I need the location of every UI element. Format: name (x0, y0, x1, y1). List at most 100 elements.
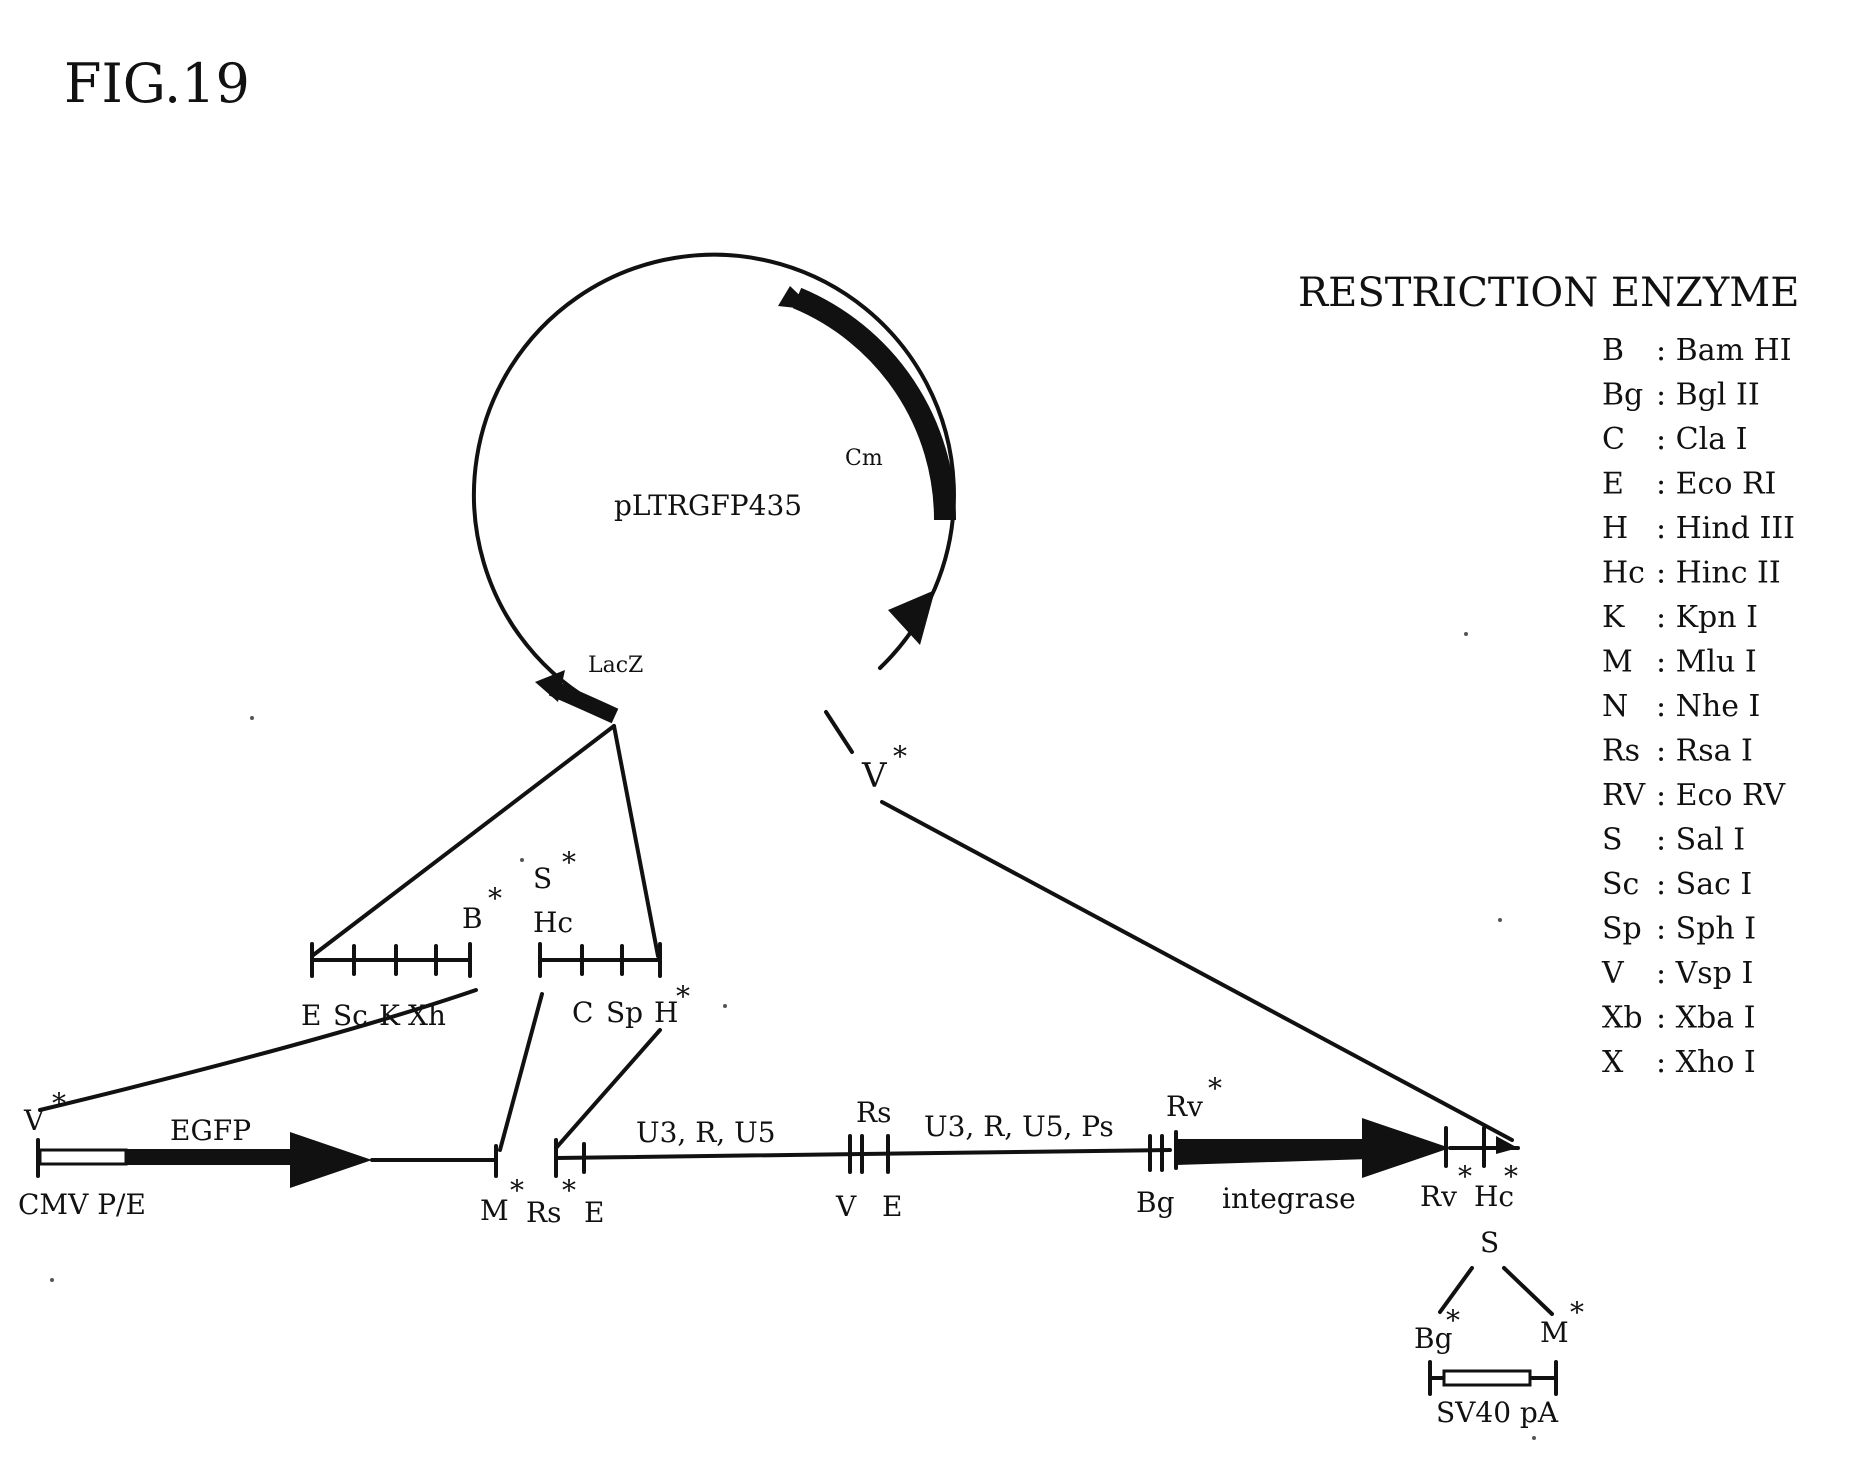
legend-title: RESTRICTION ENZYME (1298, 270, 1799, 316)
mcs-mid-h-asterisk: * (676, 980, 690, 1013)
legend-enzyme-name: : Rsa I (1656, 734, 1753, 769)
rv-top-label: Rv (1166, 1090, 1203, 1123)
construct-v-asterisk: * (52, 1087, 66, 1120)
egfp-bar (126, 1149, 296, 1165)
legend-rows: B: Bam HIBg: Bgl IIC: Cla IE: Eco RIH: H… (1601, 333, 1795, 1080)
polya-m-asterisk: * (1570, 1296, 1584, 1329)
mcs-mid-c-label: C (572, 996, 593, 1029)
rv-bottom-label: Rv (1420, 1180, 1457, 1213)
legend-enzyme-name: : Eco RV (1656, 778, 1786, 813)
speck (1532, 1436, 1536, 1440)
e2-site-label: E (882, 1190, 902, 1223)
connector-lacz-to-h (614, 726, 658, 956)
plasmid-name: pLTRGFP435 (614, 489, 802, 522)
legend-enzyme-name: : Bam HI (1656, 333, 1792, 368)
egfp-arrowhead (290, 1132, 372, 1188)
legend-abbr: Sc (1602, 867, 1639, 902)
cm-arrowhead-bottom (888, 590, 935, 645)
v2-site-label: V (835, 1190, 857, 1223)
e-site-label: E (584, 1196, 604, 1229)
legend-enzyme-name: : Sph I (1656, 912, 1756, 947)
rv-top-asterisk: * (1208, 1072, 1222, 1105)
polya-bg-asterisk: * (1446, 1304, 1460, 1337)
plasmid-v-site-label: V (861, 756, 888, 796)
legend-enzyme-name: : Hinc II (1656, 556, 1781, 591)
polya-s-label: S (1480, 1226, 1499, 1259)
connector-hc-to-m (500, 994, 542, 1150)
scan-specks (50, 632, 1536, 1440)
m-site-label: M (480, 1194, 509, 1227)
legend-enzyme-name: : Eco RI (1656, 467, 1776, 502)
construct-v-label: V (23, 1104, 45, 1137)
legend-enzyme-name: : Bgl II (1656, 378, 1760, 413)
cm-label: Cm (845, 446, 883, 471)
legend-enzyme-name: : Mlu I (1656, 645, 1757, 680)
legend-abbr: X (1602, 1045, 1624, 1080)
legend-enzyme-name: : Xba I (1656, 1001, 1755, 1036)
legend-enzyme-name: : Vsp I (1656, 956, 1753, 991)
legend-enzyme-name: : Sal I (1656, 823, 1745, 858)
mcs-mid-sp-label: Sp (606, 996, 643, 1029)
plasmid-map: pLTRGFP435 Cm LacZ V * (474, 255, 954, 796)
legend-enzyme-name: : Hind III (1656, 511, 1795, 546)
legend-abbr: Bg (1602, 378, 1643, 413)
rs-site-asterisk: * (562, 1174, 576, 1207)
legend-abbr: RV (1602, 778, 1647, 813)
legend-enzyme-name: : Kpn I (1656, 600, 1758, 635)
mcs-left-site-xh: Xh (408, 999, 446, 1032)
speck (723, 1004, 727, 1008)
polya-box (1444, 1371, 1530, 1385)
integrase-arrowhead (1362, 1118, 1450, 1178)
mcs-left-site-e: E (301, 999, 321, 1032)
legend-abbr: Hc (1602, 556, 1645, 591)
legend-enzyme-name: : Cla I (1656, 422, 1747, 457)
polya-m-label: M (1540, 1316, 1569, 1349)
rs-site-label: Rs (526, 1196, 561, 1229)
ltr1-label: U3, R, U5 (636, 1116, 776, 1149)
legend-abbr: K (1602, 600, 1625, 635)
mcs-mid-h-label: H (654, 996, 678, 1029)
speck (50, 1278, 54, 1282)
speck (1464, 632, 1468, 636)
mcs-left-site-k: K (379, 999, 401, 1032)
plasmid-backbone (474, 255, 954, 712)
enzyme-legend: RESTRICTION ENZYME B : Bam HI Bg : Bgl II C:… (1298, 270, 1799, 1080)
plasmid-v-site-asterisk: * (893, 740, 907, 773)
polya-name-label: SV40 pA (1436, 1396, 1559, 1429)
egfp-label: EGFP (170, 1114, 251, 1147)
polya-connector-right (1504, 1268, 1552, 1314)
legend-abbr: Xb (1602, 1001, 1643, 1036)
legend-abbr: M (1602, 645, 1633, 680)
ltr2-label: U3, R, U5, Ps (924, 1110, 1114, 1143)
m-site-asterisk: * (510, 1174, 524, 1207)
legend-abbr: V (1601, 956, 1625, 991)
mcs-left-b-asterisk: * (488, 882, 502, 915)
rs-top-label: Rs (856, 1096, 891, 1129)
figure-label: FIG.19 (64, 52, 250, 115)
mcs-fragment-left: E Sc K Xh B * (301, 882, 502, 1032)
lacz-label: LacZ (588, 653, 643, 678)
speck (250, 716, 254, 720)
hc-site-asterisk: * (1504, 1160, 1518, 1193)
plasmid-v-site-stem (826, 712, 852, 752)
legend-abbr: B (1602, 333, 1624, 368)
integrase-bar (1176, 1139, 1370, 1165)
mcs-mid-s-label: S (533, 862, 552, 895)
legend-enzyme-name: : Nhe I (1656, 689, 1760, 724)
mcs-fragment-mid: S * Hc C Sp H * (533, 846, 690, 1029)
sv40-polya-insert: S Bg * M * SV40 pA (1414, 1226, 1584, 1429)
cm-resistance-arc (797, 298, 945, 520)
speck (520, 858, 524, 862)
cmv-label: CMV P/E (18, 1188, 146, 1221)
connector-lines (40, 726, 1512, 1150)
bg-site-label: Bg (1136, 1186, 1175, 1219)
cmv-promoter-box (40, 1150, 126, 1164)
legend-abbr: S (1602, 823, 1623, 858)
mcs-left-b-label: B (462, 902, 483, 935)
legend-abbr: C (1602, 422, 1625, 457)
legend-abbr: N (1602, 689, 1628, 724)
legend-enzyme-name: : Sac I (1656, 867, 1752, 902)
legend-abbr: E (1602, 467, 1624, 502)
mcs-left-site-sc: Sc (333, 999, 368, 1032)
